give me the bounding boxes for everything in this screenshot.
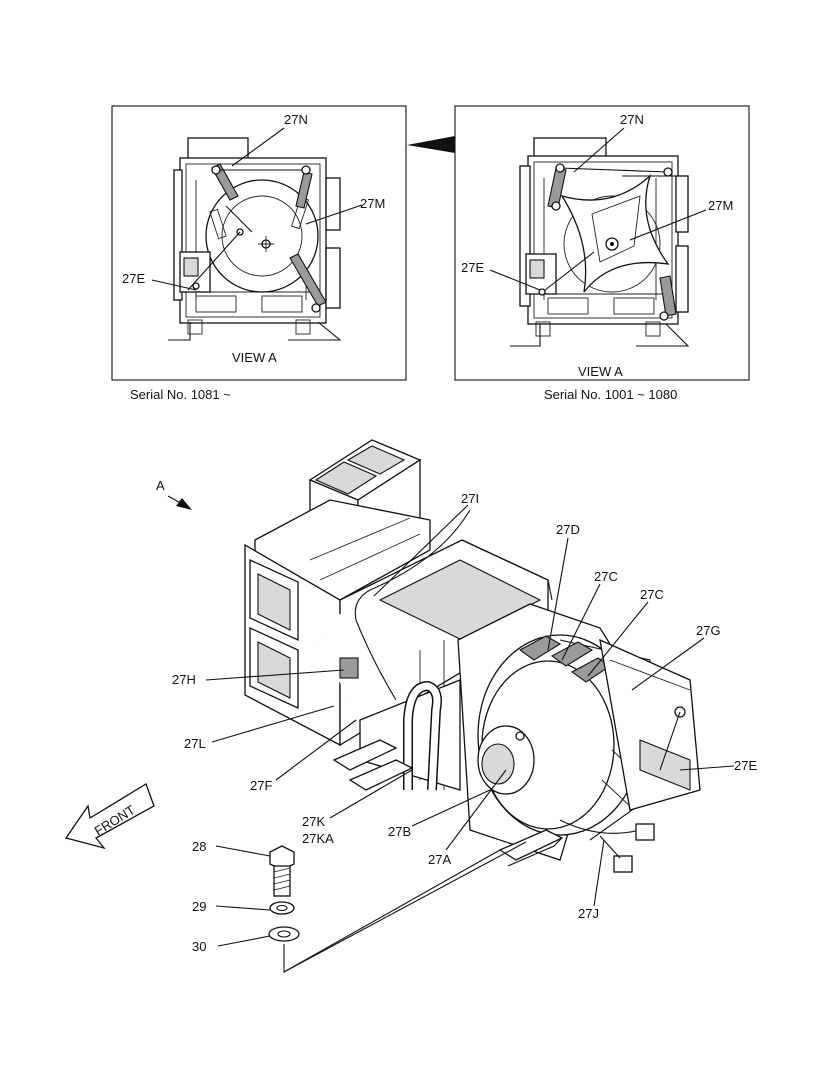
wire-harness-27i: [354, 509, 471, 701]
label-27e-main: 27E: [734, 758, 757, 773]
label-27ka: 27KA: [302, 831, 334, 846]
label-27m-left: 27M: [360, 196, 385, 211]
leader-lines-main: [205, 504, 735, 973]
label-27i: 27I: [461, 491, 479, 506]
label-27d: 27D: [556, 522, 580, 537]
actuator-27e-left: [179, 231, 241, 293]
heater-unit-assembly: [244, 439, 701, 873]
label-27k: 27K: [302, 814, 325, 829]
wire-connector-27j: [559, 819, 655, 873]
label-27j: 27J: [578, 906, 599, 921]
view-frame-left: [111, 105, 407, 381]
view-a-panel-right: 27N 27M 27E VIEW A Serial No. 1001 ~ 108…: [454, 105, 750, 402]
view-caption-left: VIEW A: [232, 350, 277, 365]
label-27l: 27L: [184, 736, 206, 751]
view-arrow-icon: [407, 136, 455, 153]
label-27h: 27H: [172, 672, 196, 687]
view-arrow-label: A: [156, 478, 165, 493]
label-27a: 27A: [428, 852, 451, 867]
flat-washer-30: [268, 926, 300, 942]
link-arms-27n-left: [211, 163, 327, 313]
label-30: 30: [192, 939, 206, 954]
label-27e-right: 27E: [461, 260, 484, 275]
label-27g: 27G: [696, 623, 721, 638]
label-27n-right: 27N: [620, 112, 644, 127]
label-27f: 27F: [250, 778, 272, 793]
label-27n-left: 27N: [284, 112, 308, 127]
label-27m-right: 27M: [708, 198, 733, 213]
serial-caption-left: Serial No. 1081 ~: [130, 387, 231, 402]
link-arms-27n-right: [547, 163, 677, 321]
label-28: 28: [192, 839, 206, 854]
label-27e-left: 27E: [122, 271, 145, 286]
serial-caption-right: Serial No. 1001 ~ 1080: [544, 387, 677, 402]
view-caption-right: VIEW A: [578, 364, 623, 379]
bolt-28: [269, 845, 295, 897]
water-hoses: [307, 608, 442, 791]
view-a-panel-left: 27N 27M 27E VIEW A Serial No. 1081 ~: [111, 105, 407, 402]
mode-actuator-27g: [599, 638, 701, 811]
view-frame-right: [454, 105, 750, 381]
lock-washer-29: [269, 901, 295, 915]
label-27c-1: 27C: [594, 569, 618, 584]
damper-plate-27m-left: [205, 179, 319, 293]
blower-motor-27a: [477, 725, 535, 795]
label-27c-2: 27C: [640, 587, 664, 602]
actuator-27e-right: [525, 251, 595, 296]
water-valve-27h: [339, 657, 359, 679]
mounting-brackets: [332, 739, 564, 867]
front-arrow: FRONT: [64, 783, 155, 850]
label-27b: 27B: [388, 824, 411, 839]
view-direction-arrow: A: [156, 478, 192, 510]
label-29: 29: [192, 899, 206, 914]
